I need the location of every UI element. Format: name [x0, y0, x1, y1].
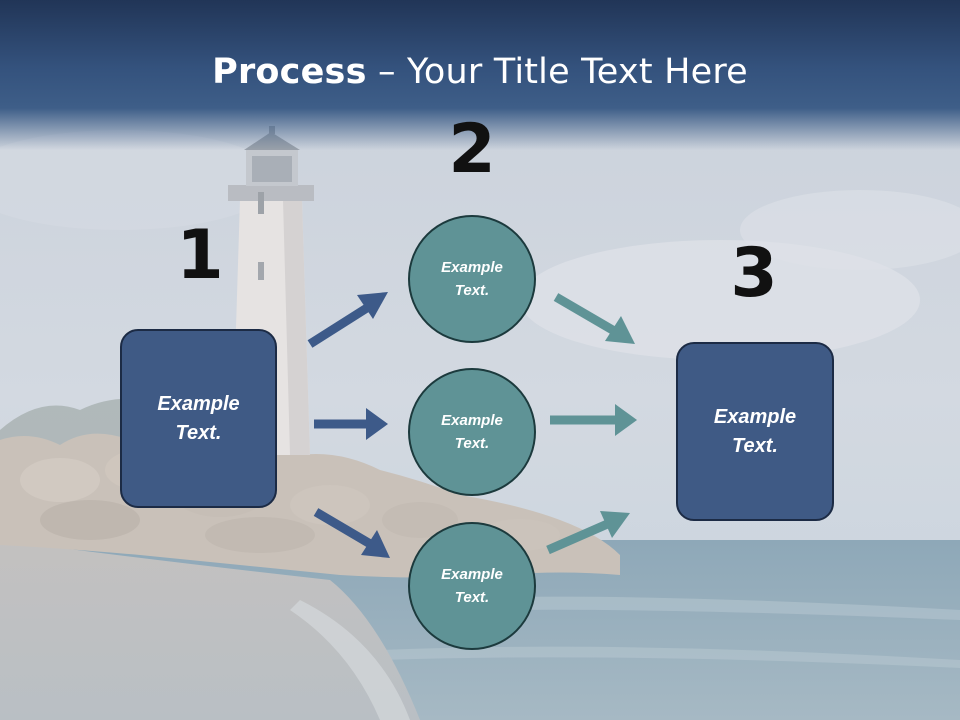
right-step-box-text: Example Text.	[713, 405, 797, 457]
slide-title: Process – Your Title Text Here	[0, 52, 960, 92]
arrow-top-to-right-box	[553, 293, 635, 344]
step-number-1: 1	[176, 216, 224, 295]
step-number-3: 3	[730, 234, 778, 313]
right-step-box: Example Text.	[676, 342, 834, 521]
title-bold: Process	[212, 52, 367, 92]
title-banner	[0, 0, 960, 150]
left-step-box-text: Example Text.	[157, 392, 240, 444]
middle-step-circle-text: Example Text.	[441, 412, 503, 452]
arrow-to-bottom-circle	[313, 508, 390, 558]
bottom-step-circle: Example Text.	[408, 522, 536, 650]
left-step-box: Example Text.	[120, 329, 277, 508]
arrow-middle-to-right-box	[550, 404, 637, 436]
bottom-step-circle-text: Example Text.	[441, 566, 503, 606]
arrow-to-top-circle	[307, 292, 388, 348]
title-rest: – Your Title Text Here	[366, 52, 748, 92]
top-step-circle: Example Text.	[408, 215, 536, 343]
step-number-2: 2	[448, 110, 496, 189]
arrow-bottom-to-right-box	[546, 511, 630, 555]
top-step-circle-text: Example Text.	[441, 259, 503, 299]
middle-step-circle: Example Text.	[408, 368, 536, 496]
arrow-to-middle-circle	[314, 408, 388, 440]
